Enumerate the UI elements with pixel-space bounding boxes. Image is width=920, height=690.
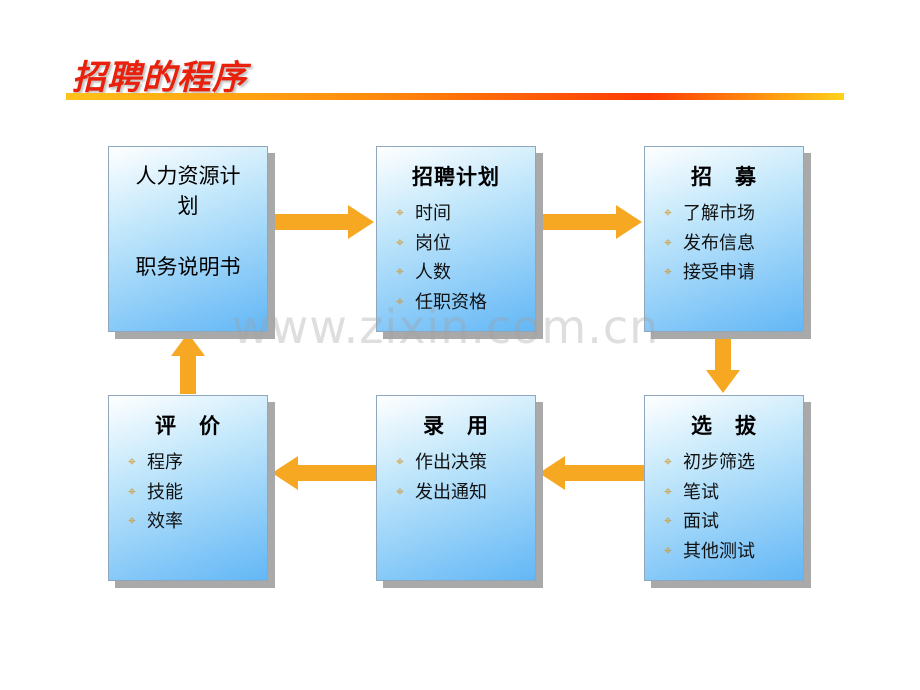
list-item: ⌖作出决策 [391, 448, 535, 478]
list-item: ⌖笔试 [659, 478, 803, 508]
list-item: ⌖效率 [123, 507, 267, 537]
bullet-icon: ⌖ [396, 205, 404, 221]
bullet-icon: ⌖ [664, 454, 672, 470]
bullet-icon: ⌖ [396, 293, 404, 310]
selection-heading: 选 拔 [691, 414, 757, 438]
watermark: www.zixin.com.cn [232, 300, 660, 354]
recruit-plan-heading: 招聘计划 [412, 165, 500, 189]
bullet-icon: ⌖ [664, 513, 672, 529]
bullet-icon: ⌖ [664, 264, 672, 280]
box-hiring: 录 用 ⌖作出决策 ⌖发出通知 [376, 395, 536, 581]
box-recruit-plan: 招聘计划 ⌖时间 ⌖岗位 ⌖人数 ⌖任职资格 [376, 146, 536, 332]
list-item: ⌖技能 [123, 478, 267, 508]
list-item: ⌖发出通知 [391, 478, 535, 508]
list-item: ⌖时间 [391, 199, 535, 229]
list-item: ⌖任职资格 [391, 288, 535, 318]
bullet-icon: ⌖ [396, 234, 404, 251]
arrow-right-1 [268, 205, 374, 239]
list-item: ⌖人数 [391, 258, 535, 288]
bullet-icon: ⌖ [396, 264, 404, 280]
evaluation-heading: 评 价 [155, 414, 221, 438]
list-item: ⌖发布信息 [659, 229, 803, 259]
list-item: ⌖程序 [123, 448, 267, 478]
list-item: ⌖面试 [659, 507, 803, 537]
box-evaluation: 评 价 ⌖程序 ⌖技能 ⌖效率 [108, 395, 268, 581]
list-item: ⌖其他测试 [659, 537, 803, 567]
bullet-icon: ⌖ [664, 483, 672, 500]
bullet-icon: ⌖ [128, 513, 136, 529]
arrow-left-2 [272, 456, 376, 490]
hiring-heading: 录 用 [423, 414, 489, 438]
hr-plan-line2: 划 [177, 194, 199, 218]
box-hr-plan: 人力资源计 划 职务说明书 [108, 146, 268, 332]
bullet-icon: ⌖ [128, 454, 136, 470]
list-item: ⌖初步筛选 [659, 448, 803, 478]
bullet-icon: ⌖ [664, 205, 672, 221]
bullet-icon: ⌖ [128, 483, 136, 500]
title-underline [66, 93, 844, 100]
bullet-icon: ⌖ [396, 483, 404, 500]
bullet-icon: ⌖ [664, 542, 672, 559]
arrow-up [171, 333, 205, 394]
arrow-down [706, 333, 740, 393]
box-selection: 选 拔 ⌖初步筛选 ⌖笔试 ⌖面试 ⌖其他测试 [644, 395, 804, 581]
box-recruiting: 招 募 ⌖了解市场 ⌖发布信息 ⌖接受申请 [644, 146, 804, 332]
list-item: ⌖接受申请 [659, 258, 803, 288]
list-item: ⌖了解市场 [659, 199, 803, 229]
page-title: 招聘的程序 [72, 58, 247, 98]
bullet-icon: ⌖ [396, 454, 404, 470]
list-item: ⌖岗位 [391, 229, 535, 259]
arrow-left-1 [539, 456, 644, 490]
recruiting-heading: 招 募 [691, 165, 757, 189]
hr-plan-line1: 人力资源计 [135, 164, 241, 188]
bullet-icon: ⌖ [664, 234, 672, 251]
arrow-right-2 [537, 205, 642, 239]
hr-plan-line3: 职务说明书 [135, 255, 241, 279]
